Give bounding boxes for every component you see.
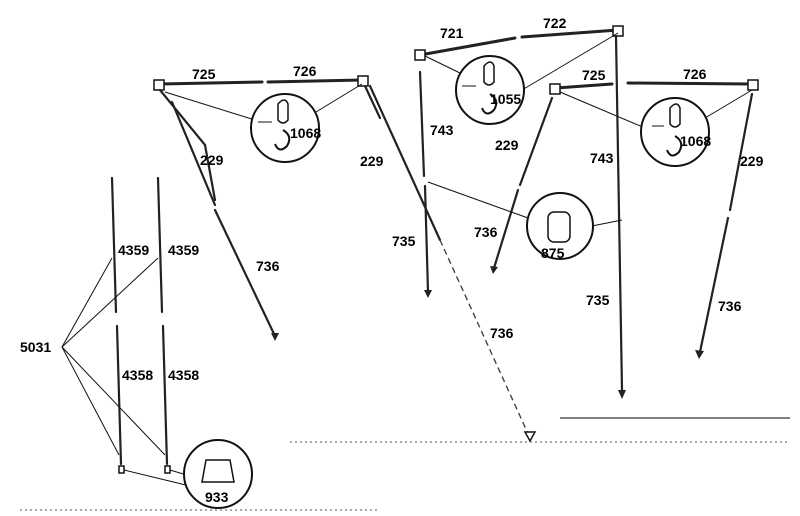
leader-1068-right-b	[704, 89, 753, 119]
leg-tip-center	[523, 431, 537, 443]
pole-4358-b	[161, 324, 169, 466]
leg-736-right-b	[698, 216, 730, 354]
ridge-pole-721	[418, 36, 517, 57]
label-229-left: 229	[200, 152, 224, 168]
corner-fitting-right-b	[747, 79, 759, 91]
leader-1055-b	[521, 32, 619, 91]
corner-fitting-left-a	[153, 79, 165, 91]
pole-tip-right-upright	[618, 390, 626, 399]
leader-5031-c	[61, 346, 120, 456]
pole-735-center	[423, 184, 430, 294]
label-743-center: 743	[430, 122, 454, 138]
pole-743-center	[418, 70, 426, 178]
leg-229-right-a	[518, 96, 554, 187]
label-736-right-b: 736	[718, 298, 742, 314]
right-ridge-assembly	[427, 79, 759, 359]
corner-fitting-center-b	[612, 25, 624, 37]
label-743-right: 743	[590, 150, 614, 166]
label-4358-b: 4358	[168, 367, 199, 383]
corner-fitting-left-b	[357, 75, 369, 87]
corner-fitting-center-a	[414, 49, 426, 61]
label-229-right-a: 229	[495, 137, 519, 153]
label-4359-a: 4359	[118, 242, 149, 258]
hook-clip-icon-center	[483, 61, 495, 86]
label-1068-left: 1068	[290, 125, 321, 141]
callout-hook-1068-right	[640, 97, 710, 167]
connector-icon	[547, 211, 571, 243]
leg-tip-right-a	[490, 266, 498, 274]
ridge-pole-725-right	[554, 82, 614, 90]
pole-743-735-right-upright	[614, 34, 624, 392]
ridge-pole-726-right	[626, 81, 754, 86]
callout-hook-1068-left	[250, 93, 320, 163]
label-736-left: 736	[256, 258, 280, 274]
label-725-left: 725	[192, 66, 216, 82]
foot-b	[164, 465, 171, 474]
leader-1055-a	[424, 55, 463, 75]
label-726-left: 726	[293, 63, 317, 79]
pole-tip-center	[424, 290, 432, 298]
left-upright-poles	[61, 176, 253, 509]
ridge-pole-722	[520, 28, 620, 39]
corner-fitting-right-a	[549, 83, 561, 95]
pole-4358-a	[115, 324, 123, 466]
rafter-left-a2	[203, 143, 217, 202]
part-labels: 725 726 1068 229 736 4359 4359 5031 4358…	[20, 15, 764, 505]
leader-5031-b	[61, 257, 159, 348]
leader-875-a	[427, 181, 529, 219]
end-cap-icon	[201, 459, 235, 483]
pole-4359-a	[110, 176, 118, 314]
hook-icon-center	[481, 93, 498, 115]
leader-1068-right-a	[559, 91, 646, 129]
rafter-left-a	[158, 88, 207, 147]
label-1068-right: 1068	[680, 133, 711, 149]
hook-clip-icon-right	[669, 103, 681, 128]
leg-736-center-dashed	[439, 239, 531, 439]
hook-clip-icon	[277, 99, 289, 124]
leader-1068-left-a	[164, 91, 256, 121]
left-ridge-assembly	[153, 75, 537, 443]
leg-tip-left	[271, 333, 279, 341]
foot-a	[118, 465, 125, 474]
ridge-pole-726-left	[266, 78, 364, 84]
ridge-pole-725-left	[158, 80, 264, 86]
center-ridge-assembly	[414, 25, 626, 399]
label-725-right: 725	[582, 67, 606, 83]
label-735-center: 735	[392, 233, 416, 249]
label-5031: 5031	[20, 339, 51, 355]
leader-1068-left-b	[315, 83, 363, 113]
leader-875-b	[591, 219, 623, 227]
label-736-center: 736	[490, 325, 514, 341]
label-735-right: 735	[586, 292, 610, 308]
label-229-center: 229	[360, 153, 384, 169]
label-4359-b: 4359	[168, 242, 199, 258]
label-875: 875	[541, 245, 565, 261]
leg-736-left	[213, 208, 277, 338]
label-726-right: 726	[683, 66, 707, 82]
leg-229-right-b	[728, 92, 754, 212]
label-736-right-a: 736	[474, 224, 498, 240]
hook-icon-right	[666, 135, 683, 157]
label-721: 721	[440, 25, 464, 41]
leg-229-left	[170, 100, 217, 207]
leg-229-center	[368, 84, 442, 242]
label-722: 722	[543, 15, 567, 31]
label-229-right-b: 229	[740, 153, 764, 169]
leader-5031-a	[61, 257, 113, 348]
leader-5031-d	[61, 346, 166, 456]
hook-icon	[274, 129, 291, 151]
label-1055: 1055	[490, 91, 521, 107]
label-4358-a: 4358	[122, 367, 153, 383]
rafter-left-b	[363, 84, 382, 120]
leg-tip-right-b	[695, 350, 704, 359]
callout-hook-1055	[455, 55, 525, 125]
leader-933-a	[123, 469, 191, 487]
pole-4359-b	[156, 176, 164, 314]
label-933: 933	[205, 489, 229, 505]
leg-736-right-a	[492, 188, 520, 270]
